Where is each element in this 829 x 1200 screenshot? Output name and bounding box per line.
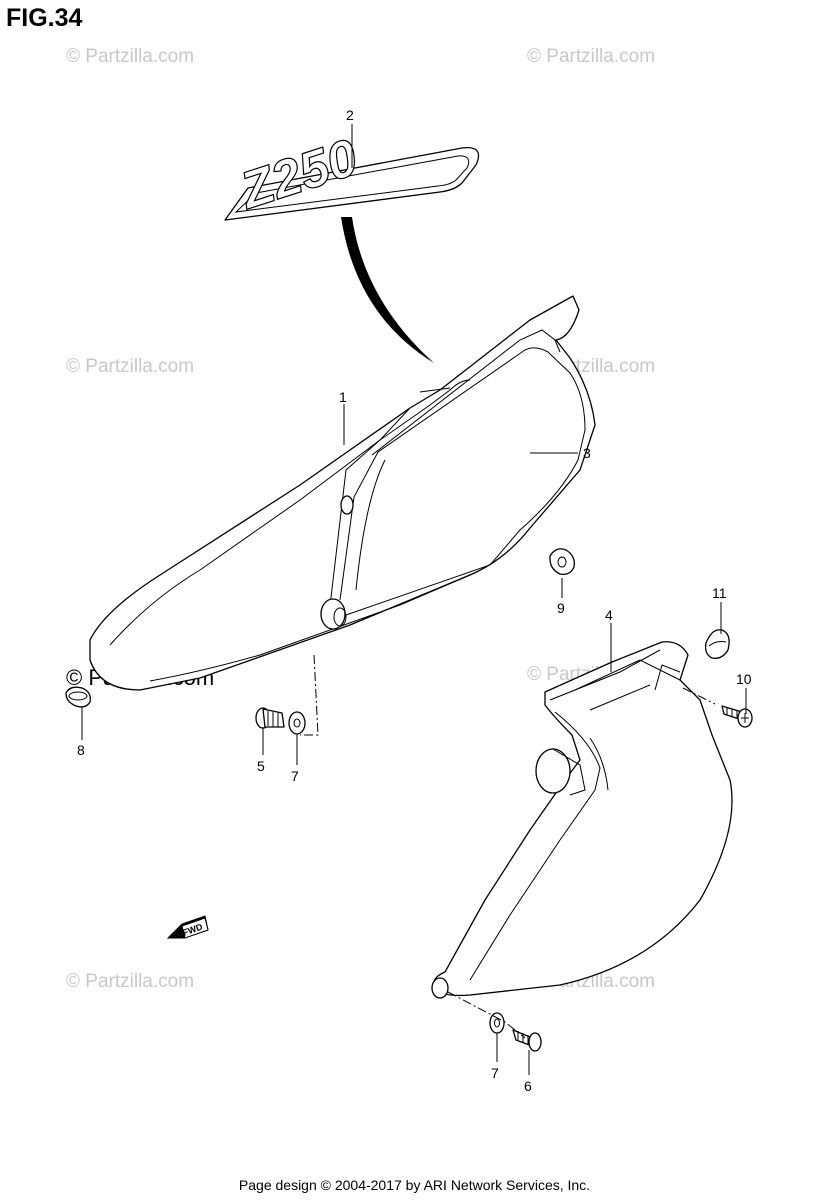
forward-arrow-icon: FWD xyxy=(166,915,209,939)
callout-3: 3 xyxy=(583,445,591,461)
decal-z250[interactable]: Z250 xyxy=(224,128,480,222)
cushion-8[interactable] xyxy=(65,686,91,708)
callout-9: 9 xyxy=(557,600,565,616)
side-cover-part[interactable] xyxy=(431,641,733,999)
decal-arrow xyxy=(341,217,434,363)
callout-8: 8 xyxy=(77,742,85,758)
callout-4: 4 xyxy=(605,607,613,623)
screw-10[interactable] xyxy=(721,705,753,728)
page-footer: Page design © 2004-2017 by ARI Network S… xyxy=(238,1177,591,1193)
callout-2: 2 xyxy=(346,107,354,123)
assembly-line xyxy=(447,991,526,1039)
bolt-6[interactable] xyxy=(512,1029,542,1052)
grommet-9[interactable] xyxy=(549,548,575,575)
washer-7-lower[interactable] xyxy=(489,1012,505,1034)
watermark: © Partzilla.com xyxy=(66,971,194,992)
callout-7-upper: 7 xyxy=(291,768,299,784)
callout-11: 11 xyxy=(712,585,727,601)
frame-cover-part[interactable] xyxy=(89,295,596,691)
callout-6: 6 xyxy=(524,1078,532,1094)
figure-title: FIG.34 xyxy=(6,4,83,32)
callout-10: 10 xyxy=(736,671,752,687)
bolt-5[interactable] xyxy=(255,707,285,729)
watermark: © Partzilla.com xyxy=(527,46,655,67)
washer-7-upper[interactable] xyxy=(288,711,306,735)
callout-7-lower: 7 xyxy=(491,1065,499,1081)
callout-5: 5 xyxy=(257,758,265,774)
grommet-11[interactable] xyxy=(704,629,730,659)
callout-1: 1 xyxy=(339,389,347,405)
watermark: © Partzilla.com xyxy=(66,46,194,67)
assembly-line xyxy=(682,687,716,705)
watermark: © Partzilla.com xyxy=(66,356,194,377)
assembly-line xyxy=(300,654,319,736)
